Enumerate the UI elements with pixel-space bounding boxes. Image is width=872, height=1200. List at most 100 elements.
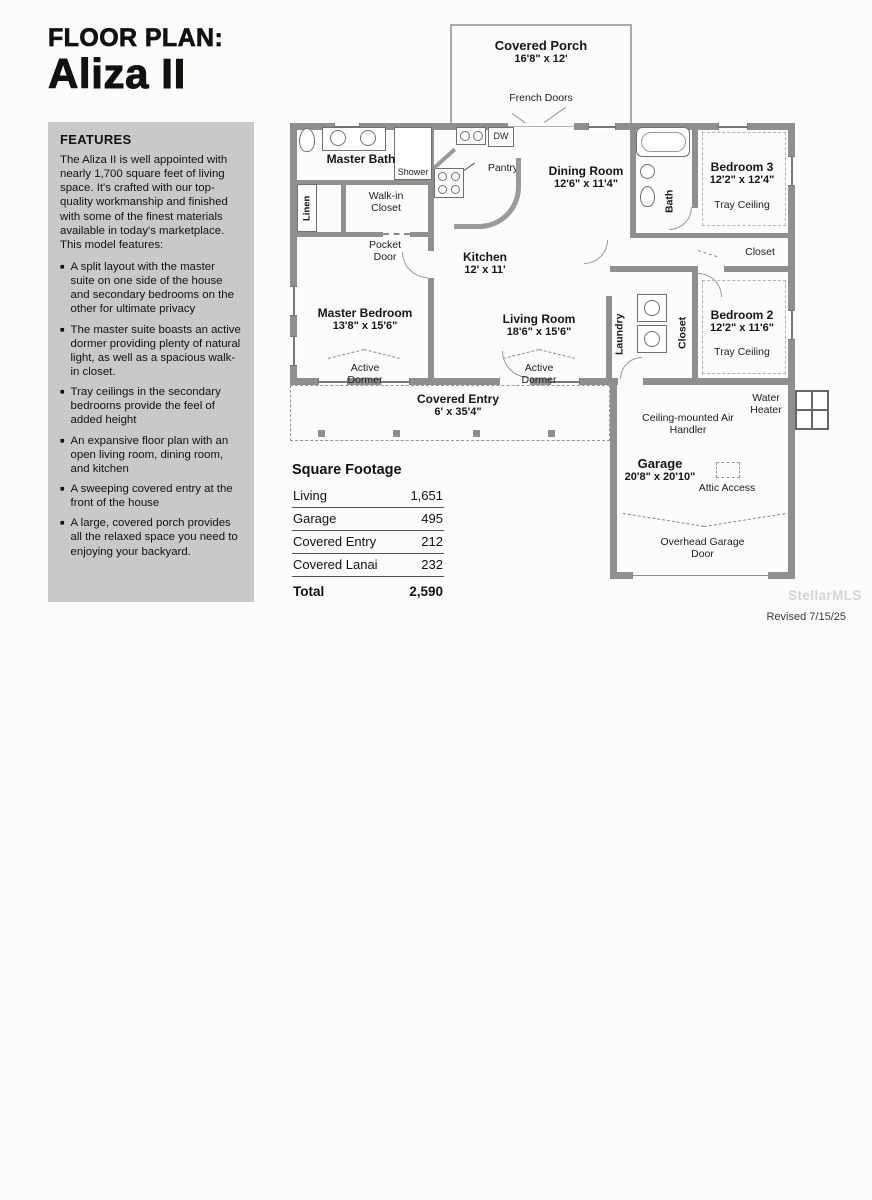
wall-garage-left bbox=[610, 385, 617, 579]
floor-plan-drawing: Covered Porch 16'8" x 12' French Doors C… bbox=[288, 18, 850, 600]
page-title: Aliza II bbox=[48, 50, 186, 98]
bathtub-basin bbox=[641, 132, 686, 152]
room-dims: 6' x 35'4" bbox=[434, 406, 482, 419]
wall-laundry-left bbox=[606, 296, 612, 378]
features-heading: FEATURES bbox=[60, 132, 132, 147]
wall-hall-divider bbox=[724, 266, 795, 272]
overhead-door-dash bbox=[703, 513, 786, 527]
water-heater-label: Water Heater bbox=[750, 392, 782, 417]
room-name: Master Bath bbox=[326, 152, 396, 166]
sink-icon bbox=[360, 130, 376, 146]
garage-entry-opening bbox=[618, 378, 643, 385]
bathtub-icon bbox=[636, 127, 690, 157]
kitchen-label: Kitchen 12' x 11' bbox=[436, 250, 534, 277]
master-dormer-label: Active Dormer bbox=[347, 362, 383, 387]
window bbox=[290, 336, 297, 366]
room-dims: 20'8" x 20'10" bbox=[624, 471, 696, 484]
table-row: Garage 495 bbox=[292, 508, 444, 531]
mls-watermark: StellarMLS bbox=[788, 588, 862, 603]
feature-bullet: A split layout with the master suite on … bbox=[60, 260, 242, 317]
room-dims: 18'6" x 15'6" bbox=[506, 326, 572, 339]
toilet-icon bbox=[640, 186, 655, 207]
shower-label: Shower bbox=[397, 167, 429, 177]
room-dims: 12'6" x 11'4" bbox=[554, 178, 618, 191]
room-name: Kitchen bbox=[462, 250, 507, 264]
feature-bullet-text: Tray ceilings in the secondary bedrooms … bbox=[70, 386, 221, 427]
total-label: Total bbox=[293, 584, 325, 599]
room-name: Covered Entry bbox=[416, 392, 500, 406]
air-handler-label: Ceiling-mounted Air Handler bbox=[642, 412, 734, 437]
feature-bullet-text: The master suite boasts an active dormer… bbox=[70, 323, 241, 378]
wall-closet-bottom bbox=[410, 232, 434, 237]
tray-ceiling-outline bbox=[702, 132, 786, 226]
overhead-door-line bbox=[633, 575, 768, 576]
wall-walkin-closet bbox=[341, 185, 346, 232]
square-footage-heading: Square Footage bbox=[292, 462, 402, 478]
sink-icon bbox=[640, 164, 655, 179]
row-label: Covered Entry bbox=[293, 534, 377, 549]
covered-entry-outline bbox=[290, 385, 610, 441]
room-name: Dining Room bbox=[548, 164, 624, 178]
linen-closet bbox=[297, 184, 317, 232]
window bbox=[788, 156, 795, 186]
living-room-label: Living Room 18'6" x 15'6" bbox=[486, 312, 592, 339]
room-dims: 12' x 11' bbox=[464, 264, 506, 277]
entry-pillar bbox=[473, 430, 480, 437]
room-name: Garage bbox=[637, 456, 683, 471]
wall-bath-bottom bbox=[630, 233, 795, 238]
hall-closet-label: Closet bbox=[676, 316, 689, 350]
overhead-door-dash bbox=[622, 513, 705, 527]
square-footage-table: Square Footage Living 1,651 Garage 495 C… bbox=[292, 462, 444, 603]
basin-icon bbox=[473, 131, 483, 141]
bifold-door-line bbox=[697, 250, 718, 258]
room-name: Living Room bbox=[502, 312, 576, 326]
room-dims: 12'2" x 11'6" bbox=[710, 322, 774, 335]
feature-bullet: An expansive floor plan with an open liv… bbox=[60, 434, 242, 476]
bedroom3-closet-label: Closet bbox=[745, 246, 775, 258]
basin-icon bbox=[460, 131, 470, 141]
bedroom3-label: Bedroom 3 12'2" x 12'4" bbox=[694, 160, 790, 187]
french-doors-threshold bbox=[508, 126, 574, 127]
wall-bedroom2-left bbox=[692, 272, 698, 378]
row-value: 1,651 bbox=[410, 488, 443, 503]
row-label: Garage bbox=[293, 511, 337, 526]
bath-label: Bath bbox=[663, 189, 676, 214]
master-bedroom-label: Master Bedroom 13'8" x 15'6" bbox=[310, 306, 420, 333]
feature-bullet-text: An expansive floor plan with an open liv… bbox=[70, 434, 229, 475]
wall-master-bath bbox=[290, 180, 434, 185]
bedroom3-tray-label: Tray Ceiling bbox=[714, 199, 770, 211]
attic-access-hatch bbox=[716, 462, 740, 478]
kitchen-counter bbox=[454, 158, 521, 229]
feature-bullet-text: A large, covered porch provides all the … bbox=[70, 517, 238, 558]
row-value: 232 bbox=[421, 557, 443, 572]
window bbox=[718, 123, 748, 130]
row-label: Living bbox=[293, 488, 327, 503]
linen-label: Linen bbox=[301, 195, 313, 221]
dishwasher-icon: DW bbox=[488, 127, 514, 147]
front-door-opening bbox=[500, 378, 530, 385]
room-dims: 16'8" x 12' bbox=[514, 53, 568, 66]
window bbox=[550, 378, 580, 385]
room-dims: 12'2" x 12'4" bbox=[709, 174, 775, 187]
features-panel: FEATURES The Aliza II is well appointed … bbox=[48, 122, 254, 602]
window bbox=[290, 286, 297, 316]
door-arc-hall bbox=[584, 240, 608, 264]
laundry-label: Laundry bbox=[613, 313, 626, 355]
wall-exterior-left bbox=[290, 123, 297, 385]
table-row: Living 1,651 bbox=[292, 485, 444, 508]
entry-pillar bbox=[548, 430, 555, 437]
bedroom2-label: Bedroom 2 12'2" x 11'6" bbox=[694, 308, 790, 335]
dishwasher-label: DW bbox=[493, 131, 509, 141]
feature-bullet: A sweeping covered entry at the front of… bbox=[60, 482, 242, 510]
dryer-icon bbox=[637, 325, 667, 353]
feature-bullet-text: A sweeping covered entry at the front of… bbox=[70, 482, 233, 510]
room-dims: 13'8" x 15'6" bbox=[332, 320, 398, 333]
row-label: Covered Lanai bbox=[293, 557, 378, 572]
covered-entry-label: Covered Entry 6' x 35'4" bbox=[408, 392, 508, 419]
window bbox=[380, 378, 410, 385]
window bbox=[318, 378, 348, 385]
vanity-sink-icon bbox=[322, 127, 386, 151]
walk-in-closet-label: Walk-in Closet bbox=[368, 190, 404, 215]
wall-bedroom3-left bbox=[692, 123, 698, 208]
